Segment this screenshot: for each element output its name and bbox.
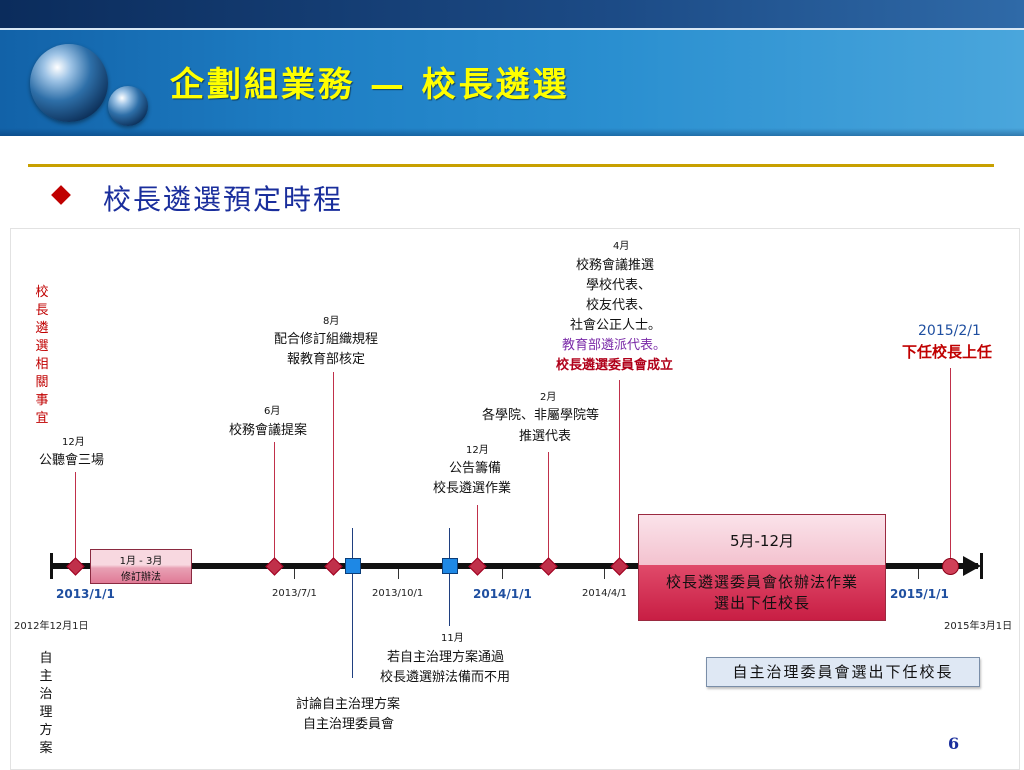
gold-divider bbox=[28, 164, 994, 167]
stem-e2 bbox=[274, 442, 275, 564]
logo-sphere-large-icon bbox=[30, 44, 108, 122]
e7-text: 下任校長上任 bbox=[902, 343, 993, 361]
timeline-arrow-icon bbox=[963, 556, 981, 576]
committee-box-upper: 5月-12月 bbox=[639, 515, 885, 565]
timeline-panel bbox=[10, 228, 1020, 770]
b1-line1: 若自主治理方案通過 bbox=[387, 650, 505, 665]
stem-e7 bbox=[950, 368, 951, 564]
e3-month: 8月 bbox=[323, 316, 340, 327]
e2-text: 校務會議提案 bbox=[229, 423, 308, 438]
stem-e6 bbox=[619, 380, 620, 564]
committee-box-months: 5月-12月 bbox=[729, 532, 795, 550]
side-label-top: 校長遴選相關事宜 bbox=[35, 285, 49, 426]
e6-line1: 校務會議推選 bbox=[576, 258, 655, 273]
e5-line1: 各學院、非屬學院等 bbox=[482, 408, 600, 423]
e5-line2: 推選代表 bbox=[519, 429, 572, 444]
e7-date: 2015/2/1 bbox=[918, 323, 981, 339]
e3-line2: 報教育部核定 bbox=[287, 352, 366, 367]
tick-2013-10 bbox=[398, 569, 399, 579]
side-label-bottom: 自主治理方案 bbox=[39, 651, 53, 756]
committee-work-box: 5月-12月 校長遴選委員會依辦法作業 選出下任校長 bbox=[638, 514, 886, 621]
axis-date-2013-7-1: 2013/7/1 bbox=[272, 588, 317, 599]
tick-2015-1 bbox=[918, 569, 919, 579]
axis-date-2014-4-1: 2014/4/1 bbox=[582, 588, 627, 599]
e3-line1: 配合修訂組織規程 bbox=[274, 332, 379, 347]
e6-line6: 校長遴選委員會成立 bbox=[556, 358, 674, 373]
committee-box-line2: 選出下任校長 bbox=[713, 594, 810, 612]
marker-b1 bbox=[442, 558, 458, 574]
axis-date-2015-1-1: 2015/1/1 bbox=[890, 587, 949, 601]
committee-box-text: 校長遴選委員會依辦法作業 選出下任校長 bbox=[639, 572, 885, 614]
b1-line2: 校長遴選辦法備而不用 bbox=[380, 670, 511, 685]
stem-b1 bbox=[449, 528, 450, 626]
axis-start-date: 2012年12月1日 bbox=[14, 621, 89, 632]
e4-line2: 校長遴選作業 bbox=[433, 481, 512, 496]
bullet-diamond-icon bbox=[51, 185, 71, 205]
stem-b2 bbox=[352, 528, 353, 678]
axis-date-2014-1-1: 2014/1/1 bbox=[473, 587, 532, 601]
committee-box-lower bbox=[639, 565, 885, 620]
e1-text: 公聽會三場 bbox=[39, 453, 105, 468]
tick-2014-1 bbox=[502, 569, 503, 579]
e6-line3: 校友代表、 bbox=[586, 298, 652, 313]
title-banner bbox=[0, 28, 1024, 136]
b2-line2: 自主治理委員會 bbox=[303, 717, 395, 732]
logo-sphere-small-icon bbox=[108, 86, 148, 126]
axis-end-date: 2015年3月1日 bbox=[944, 621, 1013, 632]
stem-e4 bbox=[477, 505, 478, 564]
e6-month: 4月 bbox=[613, 241, 630, 252]
range-box-months: 1月 - 3月 bbox=[119, 556, 163, 567]
banner-shadow bbox=[0, 128, 1024, 136]
timeline-end-cap bbox=[980, 553, 983, 579]
page-number: 6 bbox=[948, 734, 960, 753]
b1-month: 11月 bbox=[441, 633, 464, 644]
e5-month: 2月 bbox=[540, 392, 557, 403]
e4-line1: 公告籌備 bbox=[449, 461, 502, 476]
e6-line5: 教育部遴派代表。 bbox=[562, 338, 667, 353]
e2-month: 6月 bbox=[264, 406, 281, 417]
axis-date-2013-10-1: 2013/10/1 bbox=[372, 588, 424, 599]
stem-e3 bbox=[333, 372, 334, 564]
b2-line1: 討論自主治理方案 bbox=[296, 697, 401, 712]
stem-e5 bbox=[548, 452, 549, 564]
page-title: 企劃組業務 — 校長遴選 bbox=[170, 65, 570, 105]
tick-2014-4 bbox=[604, 569, 605, 579]
marker-e7 bbox=[942, 558, 959, 575]
timeline-start-cap bbox=[50, 553, 53, 579]
axis-date-2013-1-1: 2013/1/1 bbox=[56, 587, 115, 601]
top-band bbox=[0, 0, 1024, 28]
marker-b2 bbox=[345, 558, 361, 574]
range-box-label: 修訂辦法 bbox=[121, 572, 161, 583]
tick-2013-7 bbox=[294, 569, 295, 579]
range-box-revise-rules: 1月 - 3月 修訂辦法 bbox=[90, 549, 192, 584]
e6-line2: 學校代表、 bbox=[586, 278, 652, 293]
committee-box-line1: 校長遴選委員會依辦法作業 bbox=[665, 573, 858, 591]
e1-month: 12月 bbox=[62, 437, 85, 448]
stem-e1 bbox=[75, 472, 76, 562]
section-subtitle: 校長遴選預定時程 bbox=[103, 183, 344, 216]
e6-line4: 社會公正人士。 bbox=[570, 318, 662, 333]
timeline-axis bbox=[52, 563, 978, 569]
self-governance-box: 自主治理委員會選出下任校長 bbox=[706, 657, 980, 687]
e4-month: 12月 bbox=[466, 445, 489, 456]
